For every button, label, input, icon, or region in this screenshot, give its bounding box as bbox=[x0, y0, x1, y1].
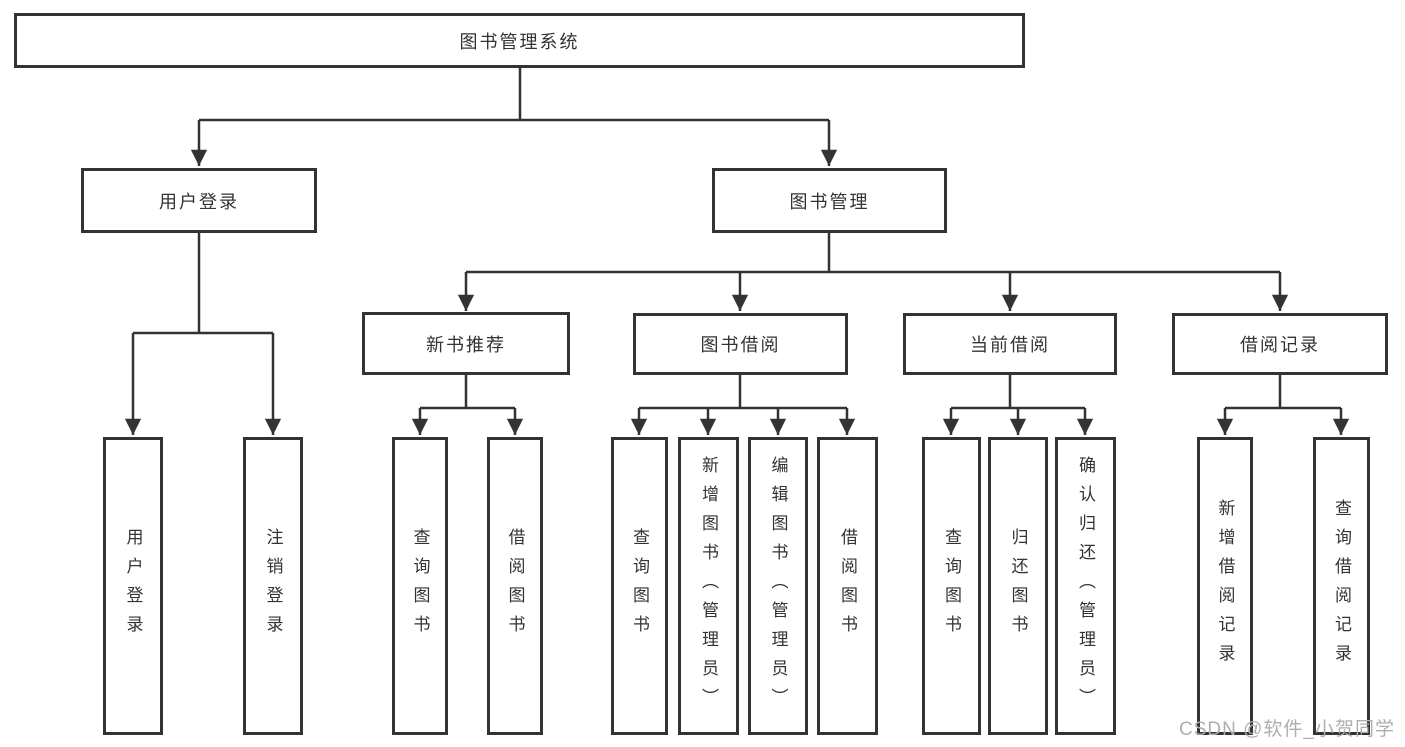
node-query-borrow-record: 查询借阅记录 bbox=[1313, 437, 1370, 735]
node-current-borrow: 当前借阅 bbox=[903, 313, 1117, 375]
node-book-management: 图书管理 bbox=[712, 168, 947, 233]
node-edit-book-admin: 编辑图书（管理员） bbox=[748, 437, 808, 735]
node-logout-leaf: 注销登录 bbox=[243, 437, 303, 735]
node-add-borrow-record: 新增借阅记录 bbox=[1197, 437, 1253, 735]
node-new-book-recommend: 新书推荐 bbox=[362, 312, 570, 375]
node-user-login: 用户登录 bbox=[81, 168, 317, 233]
node-confirm-return-admin: 确认归还（管理员） bbox=[1055, 437, 1116, 735]
csdn-watermark: CSDN @软件_小贺同学 bbox=[1179, 719, 1395, 740]
node-book-borrow: 图书借阅 bbox=[633, 313, 848, 375]
node-add-book-admin: 新增图书（管理员） bbox=[678, 437, 739, 735]
node-root: 图书管理系统 bbox=[14, 13, 1025, 68]
node-query-books-3: 查询图书 bbox=[922, 437, 981, 735]
node-borrow-records: 借阅记录 bbox=[1172, 313, 1388, 375]
node-return-book: 归还图书 bbox=[988, 437, 1048, 735]
node-user-login-leaf: 用户登录 bbox=[103, 437, 163, 735]
node-borrow-books-1: 借阅图书 bbox=[487, 437, 543, 735]
node-query-books-2: 查询图书 bbox=[611, 437, 668, 735]
node-query-books-1: 查询图书 bbox=[392, 437, 448, 735]
node-borrow-books-2: 借阅图书 bbox=[817, 437, 878, 735]
